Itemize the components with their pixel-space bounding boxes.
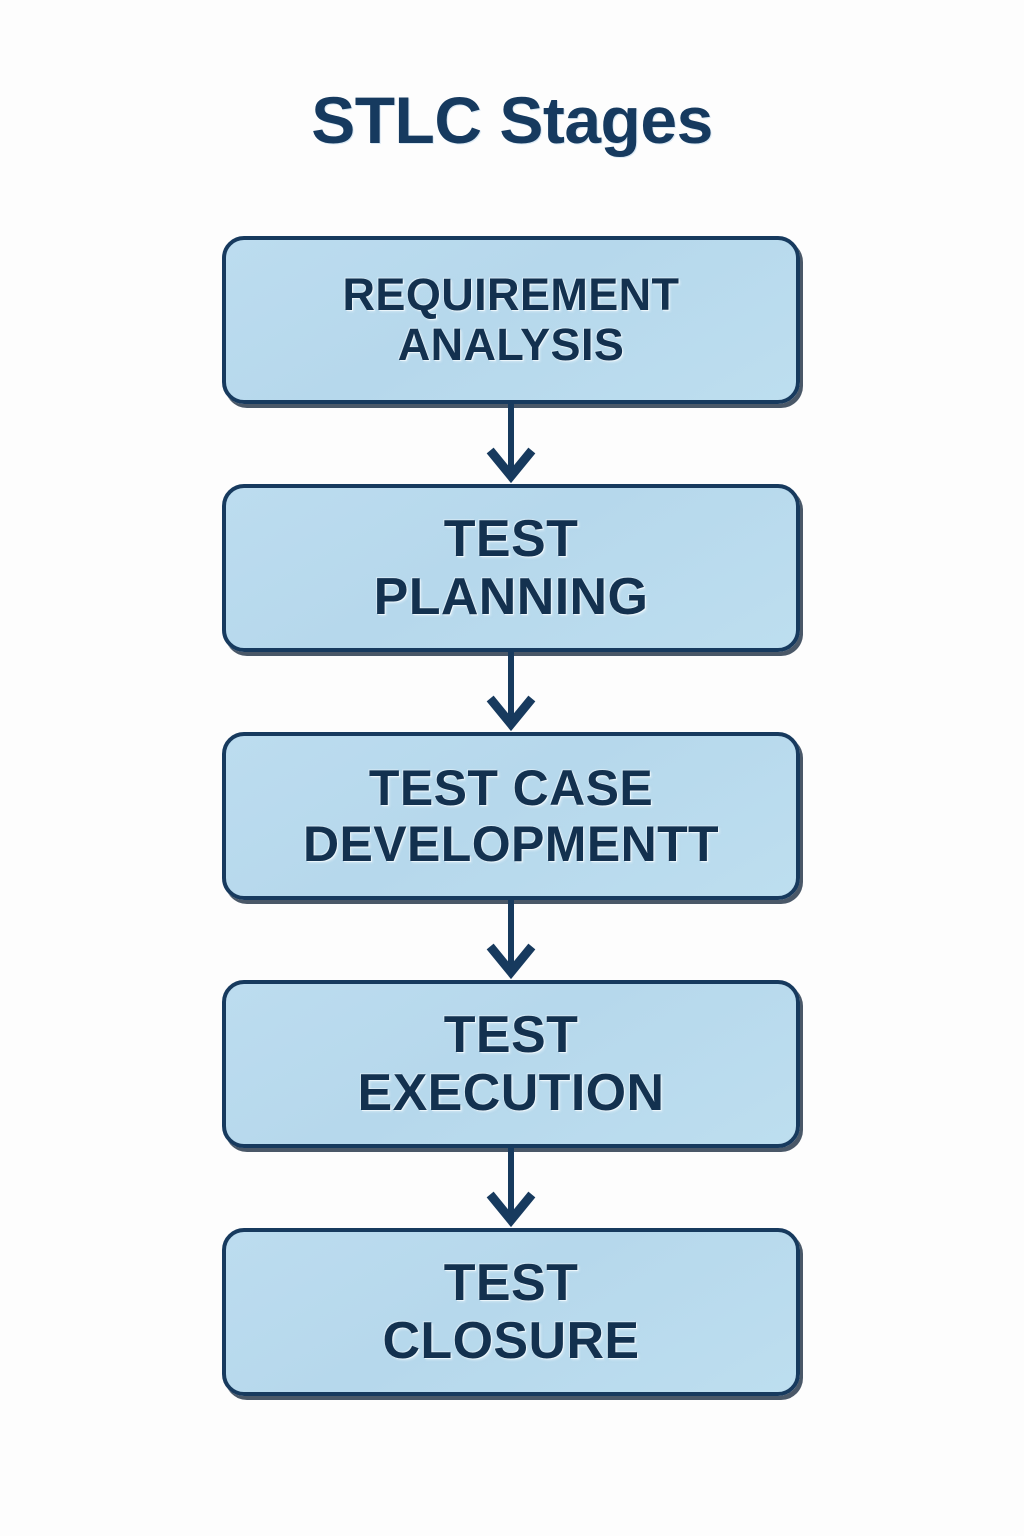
stage-label-line1: TEST bbox=[443, 1005, 579, 1064]
stage-label: TEST PLANNING bbox=[360, 510, 663, 626]
connector-arrow-1 bbox=[222, 404, 800, 484]
page-title: STLC Stages bbox=[311, 83, 713, 157]
stage-label-line1: REQUIREMENT bbox=[342, 268, 680, 320]
stage-label-line1: TEST CASE bbox=[368, 760, 654, 816]
down-arrow-icon bbox=[486, 1148, 536, 1228]
stage-flow: REQUIREMENT ANALYSIS TEST PLANNING bbox=[222, 236, 800, 1396]
down-arrow-icon bbox=[486, 900, 536, 980]
stage-label-line2: PLANNING bbox=[373, 568, 649, 626]
connector-arrow-4 bbox=[222, 1148, 800, 1228]
stage-label: TEST EXECUTION bbox=[344, 1006, 679, 1122]
stage-label-line2: CLOSURE bbox=[382, 1312, 640, 1370]
stage-label: REQUIREMENT ANALYSIS bbox=[329, 268, 694, 371]
connector-arrow-2 bbox=[222, 652, 800, 732]
stage-box-test-case-development[interactable]: TEST CASE DEVELOPMENTT bbox=[222, 732, 800, 900]
stage-label: TEST CASE DEVELOPMENTT bbox=[289, 760, 733, 872]
stage-label-line2: EXECUTION bbox=[357, 1064, 665, 1122]
stage-label-line2: DEVELOPMENTT bbox=[303, 816, 719, 872]
down-arrow-icon bbox=[486, 404, 536, 484]
stage-label: TEST CLOSURE bbox=[368, 1254, 653, 1370]
stage-label-line1: TEST bbox=[443, 1253, 579, 1312]
stage-box-test-planning[interactable]: TEST PLANNING bbox=[222, 484, 800, 652]
stage-label-line2: ANALYSIS bbox=[397, 319, 625, 370]
stage-box-test-execution[interactable]: TEST EXECUTION bbox=[222, 980, 800, 1148]
connector-arrow-3 bbox=[222, 900, 800, 980]
stage-box-test-closure[interactable]: TEST CLOSURE bbox=[222, 1228, 800, 1396]
stage-box-requirement-analysis[interactable]: REQUIREMENT ANALYSIS bbox=[222, 236, 800, 404]
down-arrow-icon bbox=[486, 652, 536, 732]
stage-label-line1: TEST bbox=[443, 509, 579, 568]
